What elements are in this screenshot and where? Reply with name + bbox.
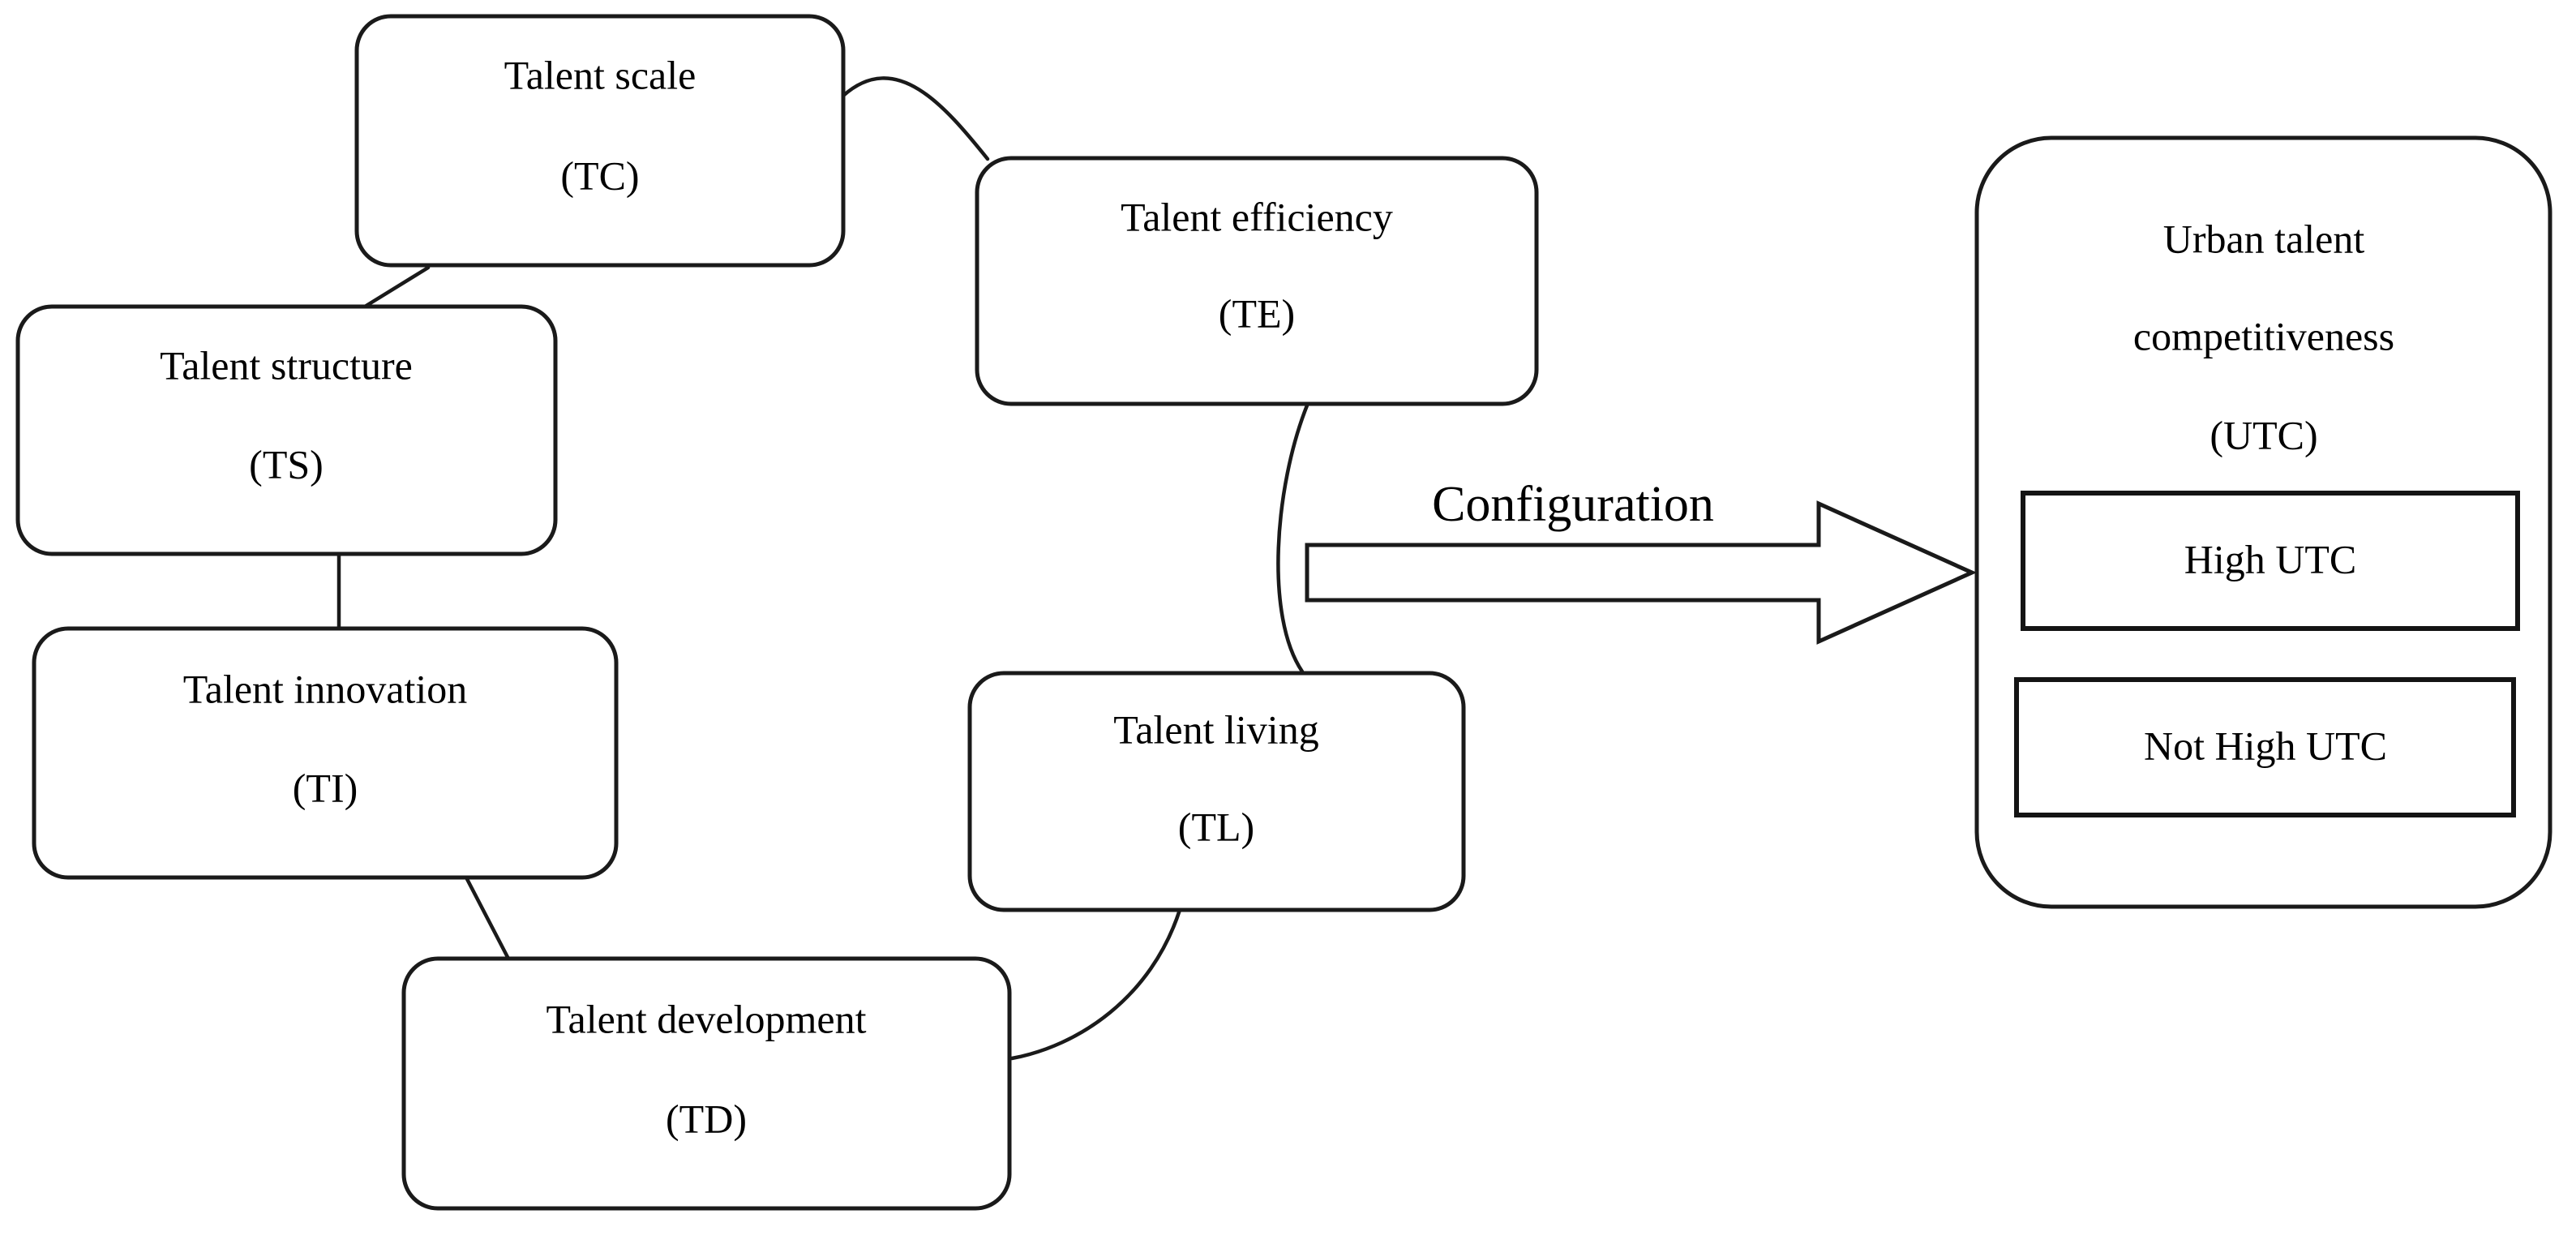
outcome-panel-title-line3: (UTC) [2210,412,2317,457]
node-talent-development-abbr: (TD) [666,1096,747,1141]
node-talent-living-label: Talent living [1113,706,1318,752]
node-talent-innovation[interactable]: Talent innovation (TI) [32,626,619,880]
node-talent-development[interactable]: Talent development (TD) [401,956,1012,1211]
outcome-not-high-utc[interactable]: Not High UTC [2014,677,2516,817]
node-talent-structure-label: Talent structure [160,342,413,388]
outcome-not-high-utc-label: Not High UTC [2144,723,2387,768]
node-talent-living-abbr: (TL) [1178,804,1254,849]
node-talent-efficiency-label: Talent efficiency [1121,194,1393,239]
node-talent-innovation-abbr: (TI) [293,765,358,810]
connector-ti-td [464,875,512,963]
outcome-not-high-utc-box[interactable] [2014,677,2516,817]
connector-group [336,76,1309,1061]
configuration-arrow[interactable]: Configuration [1305,477,1978,645]
node-talent-efficiency[interactable]: Talent efficiency (TE) [975,156,1539,406]
node-talent-living[interactable]: Talent living (TL) [967,671,1466,912]
outcome-panel-title-line2: competitiveness [2133,313,2394,358]
node-talent-efficiency-abbr: (TE) [1219,290,1295,336]
node-talent-development-box[interactable] [401,956,1012,1211]
connector-tc-ts [362,265,431,309]
outcome-high-utc[interactable]: High UTC [2021,491,2520,631]
configuration-arrow-shape[interactable] [1305,500,1978,645]
node-talent-scale-abbr: (TC) [560,152,639,198]
outcome-panel[interactable]: Urban talent competitiveness (UTC) High … [1974,135,2552,909]
connector-tl-te [1276,403,1309,674]
outcome-panel-title-line1: Urban talent [2163,216,2365,261]
connector-td-tl [1009,907,1182,1061]
node-talent-structure-box[interactable] [15,304,558,556]
node-talent-development-label: Talent development [546,996,867,1041]
node-talent-innovation-label: Talent innovation [183,666,468,711]
configuration-arrow-label: Configuration [1432,477,1714,532]
node-talent-innovation-box[interactable] [32,626,619,880]
node-talent-efficiency-box[interactable] [975,156,1539,406]
connector-tc-te [841,76,990,161]
node-talent-scale-label: Talent scale [504,52,697,97]
node-talent-structure[interactable]: Talent structure (TS) [15,304,558,556]
node-talent-living-box[interactable] [967,671,1466,912]
outcome-high-utc-box[interactable] [2021,491,2520,631]
node-talent-scale[interactable]: Talent scale (TC) [354,14,846,268]
node-talent-scale-box[interactable] [354,14,846,268]
outcome-high-utc-label: High UTC [2184,536,2357,581]
node-talent-structure-abbr: (TS) [249,441,324,487]
